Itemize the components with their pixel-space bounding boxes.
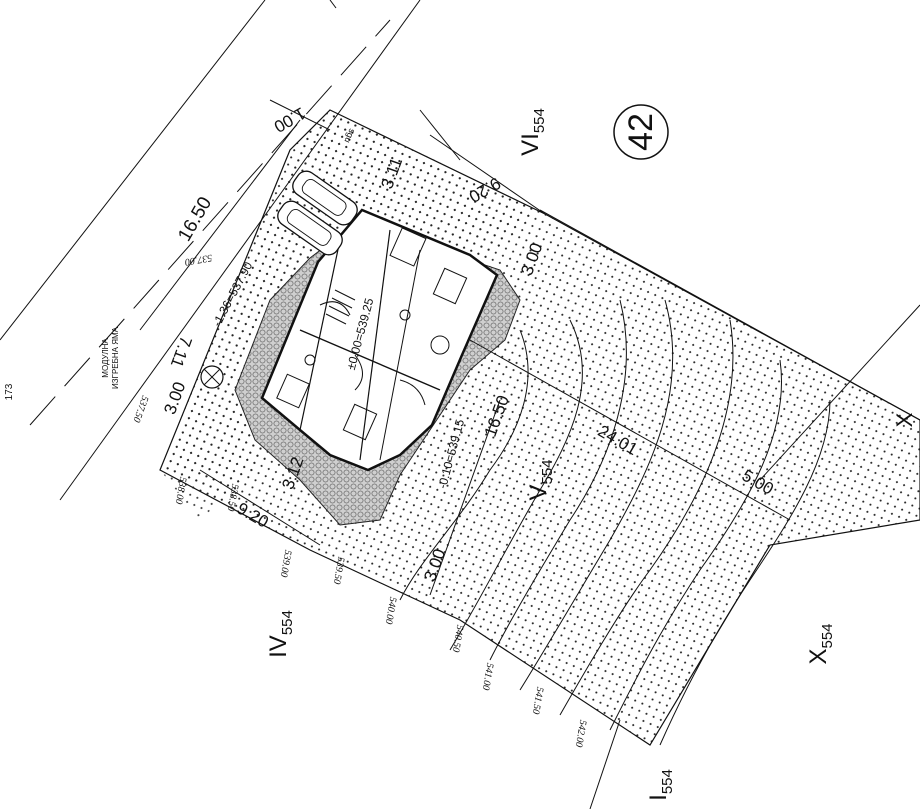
parcel-label-iv: IV554 xyxy=(265,610,296,658)
plot-number: 42 xyxy=(622,113,660,151)
contour-label: 538.50 xyxy=(225,483,241,512)
contour-label: 538.00 xyxy=(173,476,189,505)
parcel-v-roman: V xyxy=(525,485,552,501)
parcel-i-roman: I xyxy=(645,794,672,801)
plot-number-badge: 42 xyxy=(613,104,669,160)
parked-cars xyxy=(277,170,358,256)
svg-text:IV554: IV554 xyxy=(265,610,296,658)
contour-label: 539.00 xyxy=(278,549,294,578)
parcel-vi-sub: 554 xyxy=(531,108,548,133)
contour-label: 541.00 xyxy=(480,662,496,691)
svg-text:V554: V554 xyxy=(525,459,556,500)
dim-setback-left-mid: 7.11 xyxy=(167,334,196,370)
parcel-label-x: X554 xyxy=(805,623,836,664)
contour-label: 541.50 xyxy=(530,686,546,715)
parcel-vi-roman: VI xyxy=(517,133,544,156)
parcel-x-edge: X xyxy=(892,412,917,427)
dim-road-offset: 1.00 xyxy=(271,103,309,136)
contour-label: 537.00 xyxy=(184,252,213,268)
contour-label: 540.50 xyxy=(450,624,466,653)
contour-label: 540.00 xyxy=(383,596,399,625)
parcel-i-sub: 554 xyxy=(659,769,676,794)
dim-front-width: 16.50 xyxy=(174,193,216,245)
septic-label-line2: ИЗГРЕБНА ЯМА xyxy=(111,326,120,389)
septic-label-line1: МОДУЛНА xyxy=(101,338,110,378)
parcel-label-vi: VI554 xyxy=(517,108,548,156)
road-lines xyxy=(0,0,421,501)
septic-pit xyxy=(200,365,224,389)
contour-label: 542.00 xyxy=(573,719,589,748)
contour-label: 539.50 xyxy=(331,556,347,585)
svg-text:X554: X554 xyxy=(805,623,836,664)
parcel-iv-sub: 554 xyxy=(279,610,296,635)
septic-label: МОДУЛНА ИЗГРЕБНА ЯМА xyxy=(101,326,120,389)
svg-text:VI554: VI554 xyxy=(517,108,548,156)
contour-labels: 537.00 537.50 538.00 538.50 539.00 539.5… xyxy=(130,252,588,748)
parcel-iv-roman: IV xyxy=(265,635,292,658)
lot-lines xyxy=(419,109,920,809)
parcel-v-sub: 554 xyxy=(539,459,556,484)
svg-text:I554: I554 xyxy=(645,769,676,801)
contour-lines xyxy=(399,299,831,746)
page-number: 173 xyxy=(4,383,15,400)
parcel-label-i: I554 xyxy=(645,769,676,801)
parcel-x-roman: X xyxy=(805,649,832,665)
dimension-lines xyxy=(139,99,546,546)
parcel-x-sub: 554 xyxy=(819,623,836,648)
parcel-label-v: V554 xyxy=(525,459,556,500)
house-footprint xyxy=(260,208,499,472)
